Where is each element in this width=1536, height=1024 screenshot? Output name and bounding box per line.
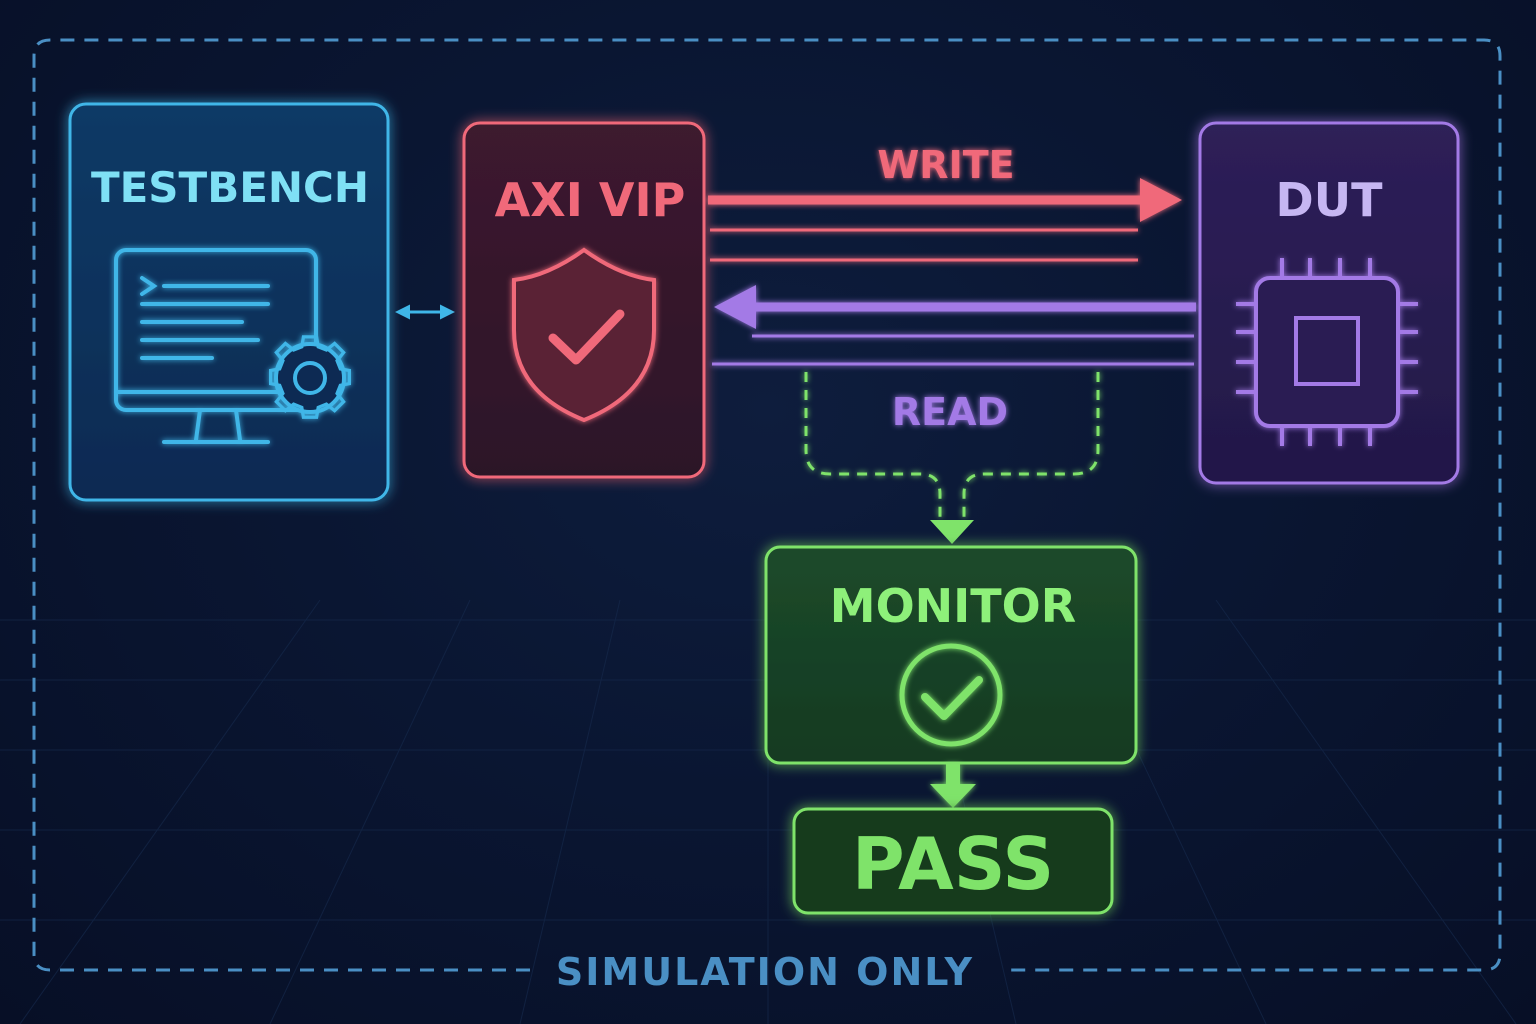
node-monitor[interactable]: MONITOR xyxy=(764,545,1138,765)
dut-label: DUT xyxy=(1276,173,1384,227)
shield-check-icon xyxy=(512,247,656,423)
monitor-pass-arrow xyxy=(930,764,976,808)
chip-icon xyxy=(1236,258,1418,446)
edge-read: READ xyxy=(712,285,1196,434)
node-dut[interactable]: DUT xyxy=(1198,121,1460,485)
pass-label: PASS xyxy=(852,822,1054,906)
axi-vip-label: AXI VIP xyxy=(495,173,686,227)
frame-label: SIMULATION ONLY xyxy=(556,950,974,994)
monitor-feed-arrowhead xyxy=(930,520,974,544)
testbench-label: TESTBENCH xyxy=(91,163,369,212)
read-label: READ xyxy=(892,390,1008,434)
node-testbench[interactable]: TESTBENCH xyxy=(68,102,390,502)
edge-write: WRITE xyxy=(708,143,1182,262)
write-label: WRITE xyxy=(877,143,1014,187)
node-axi-vip[interactable]: AXI VIP xyxy=(462,121,706,479)
monitor-label: MONITOR xyxy=(830,579,1076,633)
check-circle-icon xyxy=(899,643,1003,747)
node-pass[interactable]: PASS xyxy=(792,807,1114,915)
monitor-gear-icon xyxy=(114,248,351,444)
simulation-frame: SIMULATION ONLY xyxy=(32,38,1502,994)
